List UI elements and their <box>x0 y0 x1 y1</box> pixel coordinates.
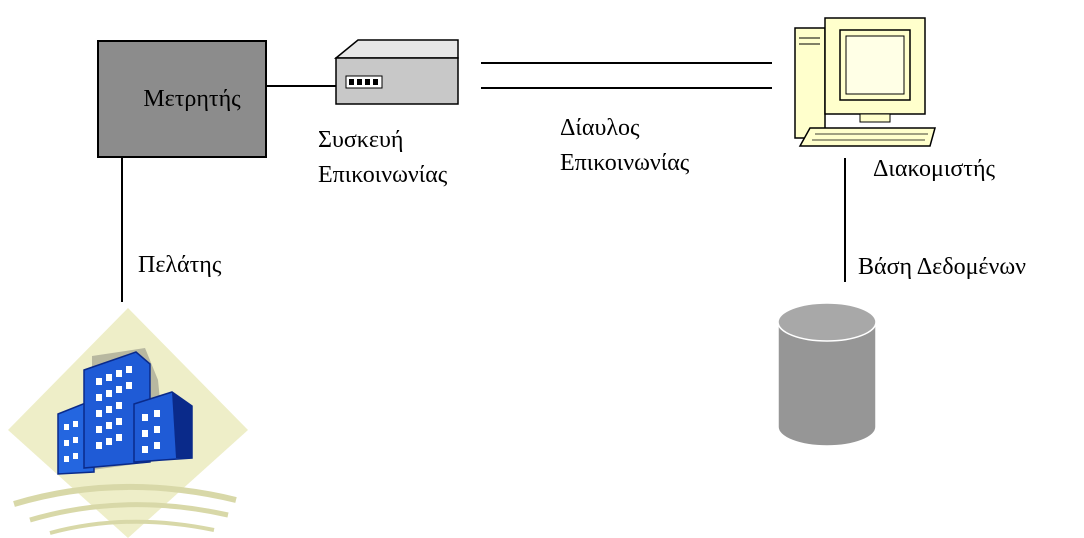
database-label: Βάση Δεδομένων <box>858 254 1027 280</box>
comm-device-icon <box>333 39 459 105</box>
comm-device-label-line1: Συσκευή <box>318 127 404 153</box>
server-label: Διακομιστής <box>873 156 995 182</box>
meter-box: Μετρητής <box>97 40 267 158</box>
database-icon <box>777 302 877 447</box>
comm-device-label-line2: Επικοινωνίας <box>318 162 448 188</box>
client-label: Πελάτης <box>138 252 222 278</box>
computer-icon <box>794 17 936 147</box>
meter-label: Μετρητής <box>143 85 241 112</box>
client-building-icon <box>8 308 248 538</box>
channel-label-line2: Επικοινωνίας <box>560 150 690 176</box>
channel-label-line1: Δίαυλος <box>560 115 640 141</box>
